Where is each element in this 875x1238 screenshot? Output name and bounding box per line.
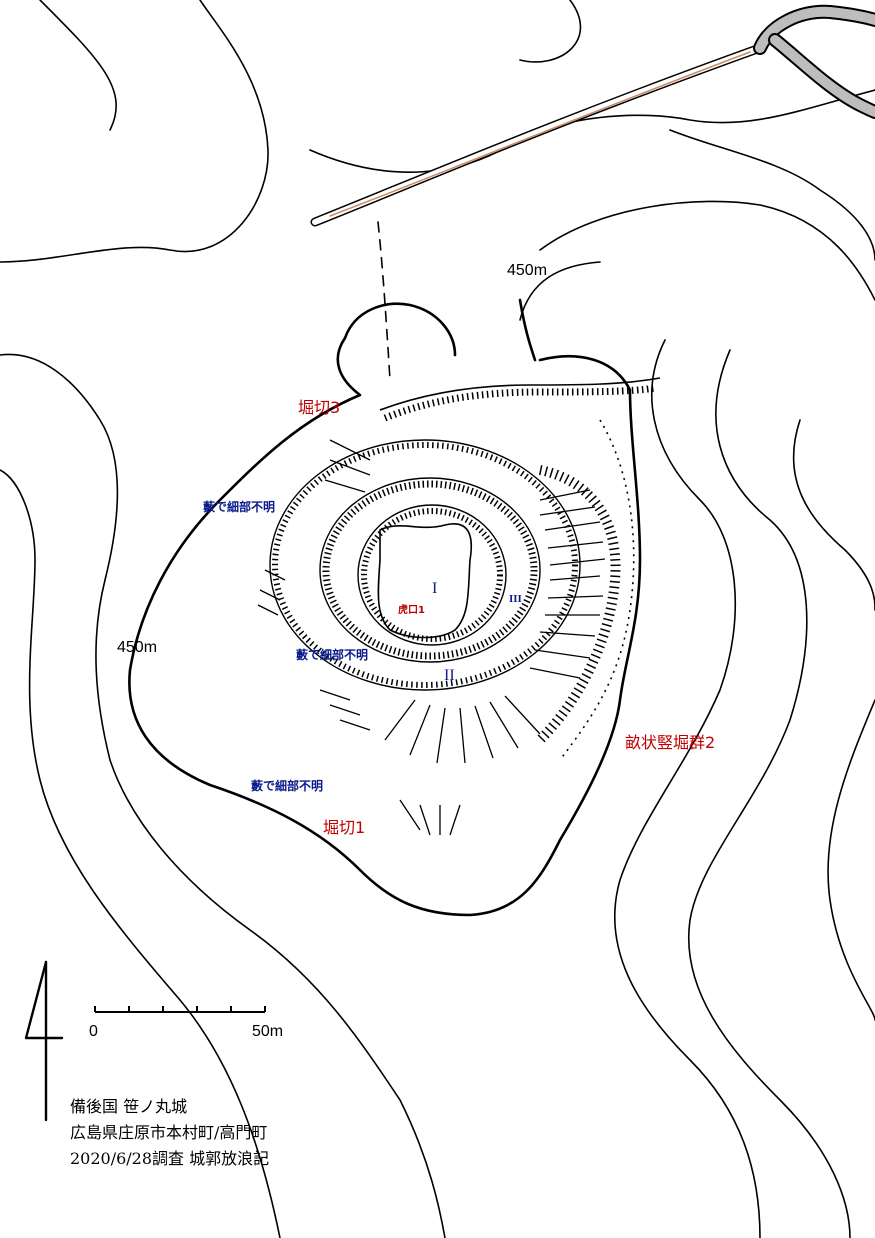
contour-label-top: 450m bbox=[507, 262, 548, 279]
contour-line bbox=[309, 89, 875, 173]
contour-line bbox=[614, 339, 761, 1238]
unclear-note-3: 藪で細部不明 bbox=[251, 779, 324, 793]
north-arrow-icon bbox=[24, 960, 64, 1122]
scale-end-label: 50m bbox=[252, 1023, 284, 1040]
contour-line bbox=[0, 469, 281, 1238]
contour-line bbox=[792, 419, 875, 611]
horikiri-1-label: 堀切1 bbox=[323, 818, 366, 837]
contour-label-left: 450m bbox=[117, 639, 158, 656]
kuruwa-1-label: I bbox=[432, 580, 438, 597]
scale-start-label: 0 bbox=[89, 1023, 98, 1040]
koguchi-1-label: 虎口1 bbox=[398, 605, 425, 616]
tatebori-group-label: 畝状竪堀群2 bbox=[625, 733, 716, 752]
title-location: 広島県庄原市本村町/高門町 bbox=[70, 1123, 268, 1142]
kuruwa-2-label: II bbox=[444, 667, 455, 684]
kuruwa-3-label: III bbox=[509, 593, 522, 605]
scale-bar bbox=[94, 1006, 266, 1013]
contour-line bbox=[0, 353, 446, 1238]
dashed-trail bbox=[377, 221, 391, 381]
title-survey-date: 2020/6/28調査 城郭放浪記 bbox=[70, 1149, 270, 1168]
contour-line bbox=[519, 261, 601, 321]
unclear-note-2: 藪で細部不明 bbox=[296, 648, 369, 662]
contour-line bbox=[519, 0, 582, 63]
contour-line-450 bbox=[128, 336, 642, 917]
contour-line bbox=[669, 129, 875, 261]
contour-line bbox=[827, 699, 875, 1021]
contour-line-450 bbox=[518, 298, 537, 362]
contour-line bbox=[39, 0, 117, 131]
unclear-note-1: 藪で細部不明 bbox=[203, 500, 276, 514]
road bbox=[310, 4, 875, 227]
horikiri-3-label: 堀切3 bbox=[298, 398, 341, 417]
contour-line bbox=[687, 349, 851, 1238]
title-castle-name: 備後国 笹ノ丸城 bbox=[70, 1097, 188, 1116]
tatebori-moats bbox=[257, 439, 606, 836]
contour-line-450 bbox=[343, 302, 457, 357]
contour-line bbox=[539, 200, 875, 301]
contour-line bbox=[0, 0, 269, 263]
castle-earthworks bbox=[269, 377, 661, 761]
